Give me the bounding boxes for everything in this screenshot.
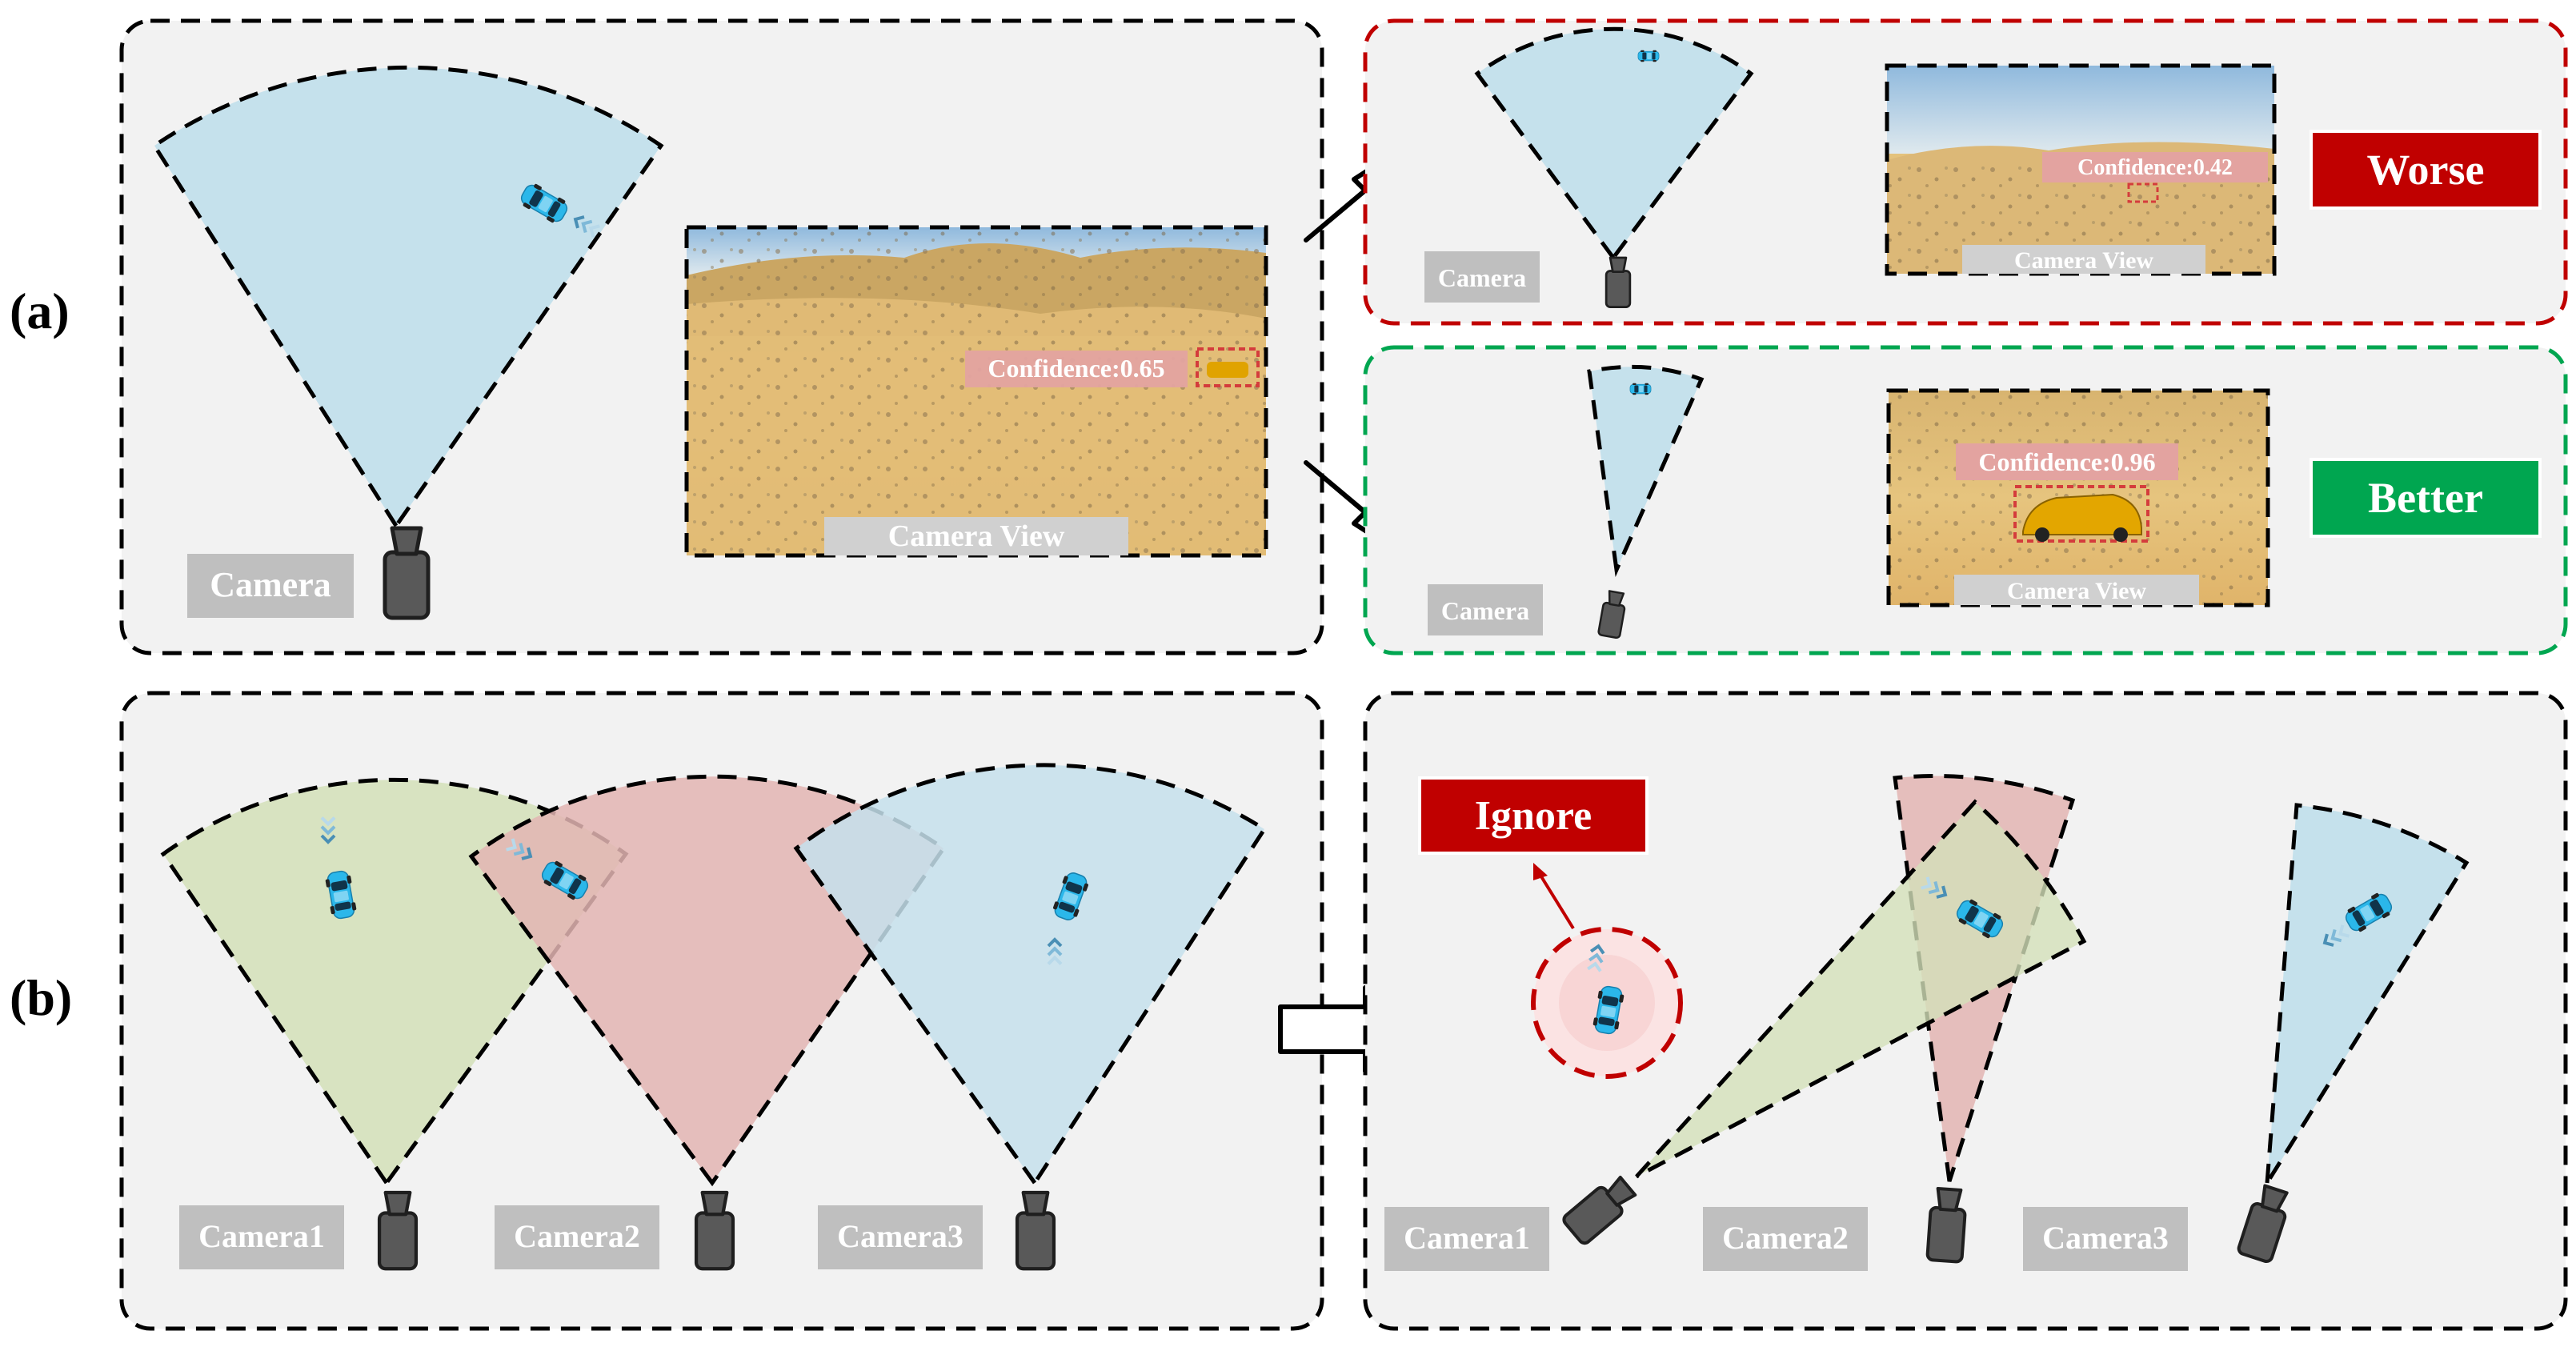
better-badge (2310, 458, 2542, 538)
ignore-pointer (1538, 872, 1575, 930)
panel-label-a: (a) (10, 283, 70, 339)
panel-label-b: (b) (10, 969, 72, 1026)
camera-view-image: Confidence:0.96 Camera View (1886, 388, 2270, 607)
camera-view-label: Camera View (2014, 247, 2153, 274)
ignore-badge (1418, 776, 1649, 855)
fov-wedge-green (1635, 799, 2087, 1179)
fov-wedge-blue (793, 763, 1268, 1187)
confidence-label: Confidence:0.96 (1978, 447, 2155, 476)
camera-view-image: Confidence:0.65 Camera View (684, 225, 1268, 558)
camera-label: Camera (1438, 263, 1526, 292)
ignored-car (1531, 927, 1683, 1079)
camera1-label: Camera1 (198, 1218, 325, 1254)
camera-view-label: Camera View (888, 519, 1065, 553)
ignore-badge-text: Ignore (1475, 793, 1592, 839)
detection-box (1196, 347, 1260, 387)
detection-box (2127, 182, 2159, 203)
panel-b-right: Ignore Camera1 Camera2 Camera3 (1363, 691, 2568, 1331)
fov-wedge-blue (1474, 26, 1754, 262)
panel-b-left: Camera1 Camera2 Camera3 (119, 691, 1324, 1331)
camera2-label: Camera2 (514, 1218, 640, 1254)
panel-a-worse: Camera Confidence:0.42 Camera View Worse (1363, 18, 2568, 326)
better-badge-text: Better (2368, 474, 2483, 522)
panel-a-left: Camera Confidence:0.65 Camera View (119, 18, 1324, 655)
camera-view-label: Camera View (2007, 578, 2146, 604)
camera3-label: Camera3 (837, 1218, 963, 1254)
confidence-label: Confidence:0.42 (2077, 155, 2233, 180)
camera1-label: Camera1 (1404, 1220, 1530, 1256)
car-topview (1629, 383, 1652, 395)
worse-badge (2310, 130, 2542, 210)
worse-badge-text: Worse (2367, 146, 2485, 194)
panel-a-better: Camera Confidence:0.96 Camera View Bette… (1363, 345, 2568, 655)
camera3-label: Camera3 (2042, 1220, 2169, 1256)
camera2-label: Camera2 (1722, 1220, 1849, 1256)
confidence-label: Confidence:0.65 (988, 354, 1164, 383)
camera-label: Camera (1441, 596, 1529, 625)
fov-wedge-blue (2265, 803, 2470, 1185)
car-topview (1637, 50, 1660, 62)
detection-box (2013, 485, 2149, 543)
camera-label: Camera (210, 565, 331, 604)
camera-view-image: Confidence:0.42 Camera View (1885, 63, 2277, 276)
fov-wedge-blue (151, 65, 664, 530)
fov-wedge-blue (1587, 364, 1705, 578)
